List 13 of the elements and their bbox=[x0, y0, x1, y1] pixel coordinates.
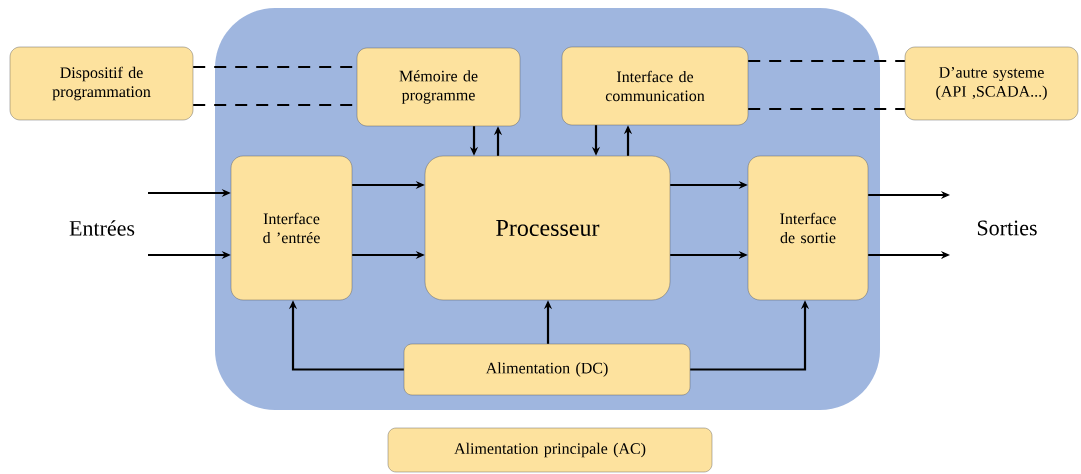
output-label: Sorties bbox=[977, 220, 1037, 236]
input-label: Entrées bbox=[69, 220, 135, 236]
dashed-line bbox=[748, 59, 905, 63]
system-box: D’autre systeme (API ,SCADA...) bbox=[904, 46, 1079, 121]
power-box: Alimentation (DC) bbox=[403, 343, 691, 396]
interface-box: Interface d ’entrée bbox=[230, 155, 353, 301]
processor-box: Processeur bbox=[424, 155, 671, 301]
interface-box: Interface de communication bbox=[561, 46, 749, 126]
device-box: Dispositif de programmation bbox=[9, 46, 194, 121]
power-box: Alimentation principale (AC) bbox=[387, 427, 713, 473]
memory-box: Mémoire de programme bbox=[356, 47, 521, 127]
interface-box: Interface de sortie bbox=[747, 155, 869, 301]
dashed-line bbox=[748, 107, 905, 111]
